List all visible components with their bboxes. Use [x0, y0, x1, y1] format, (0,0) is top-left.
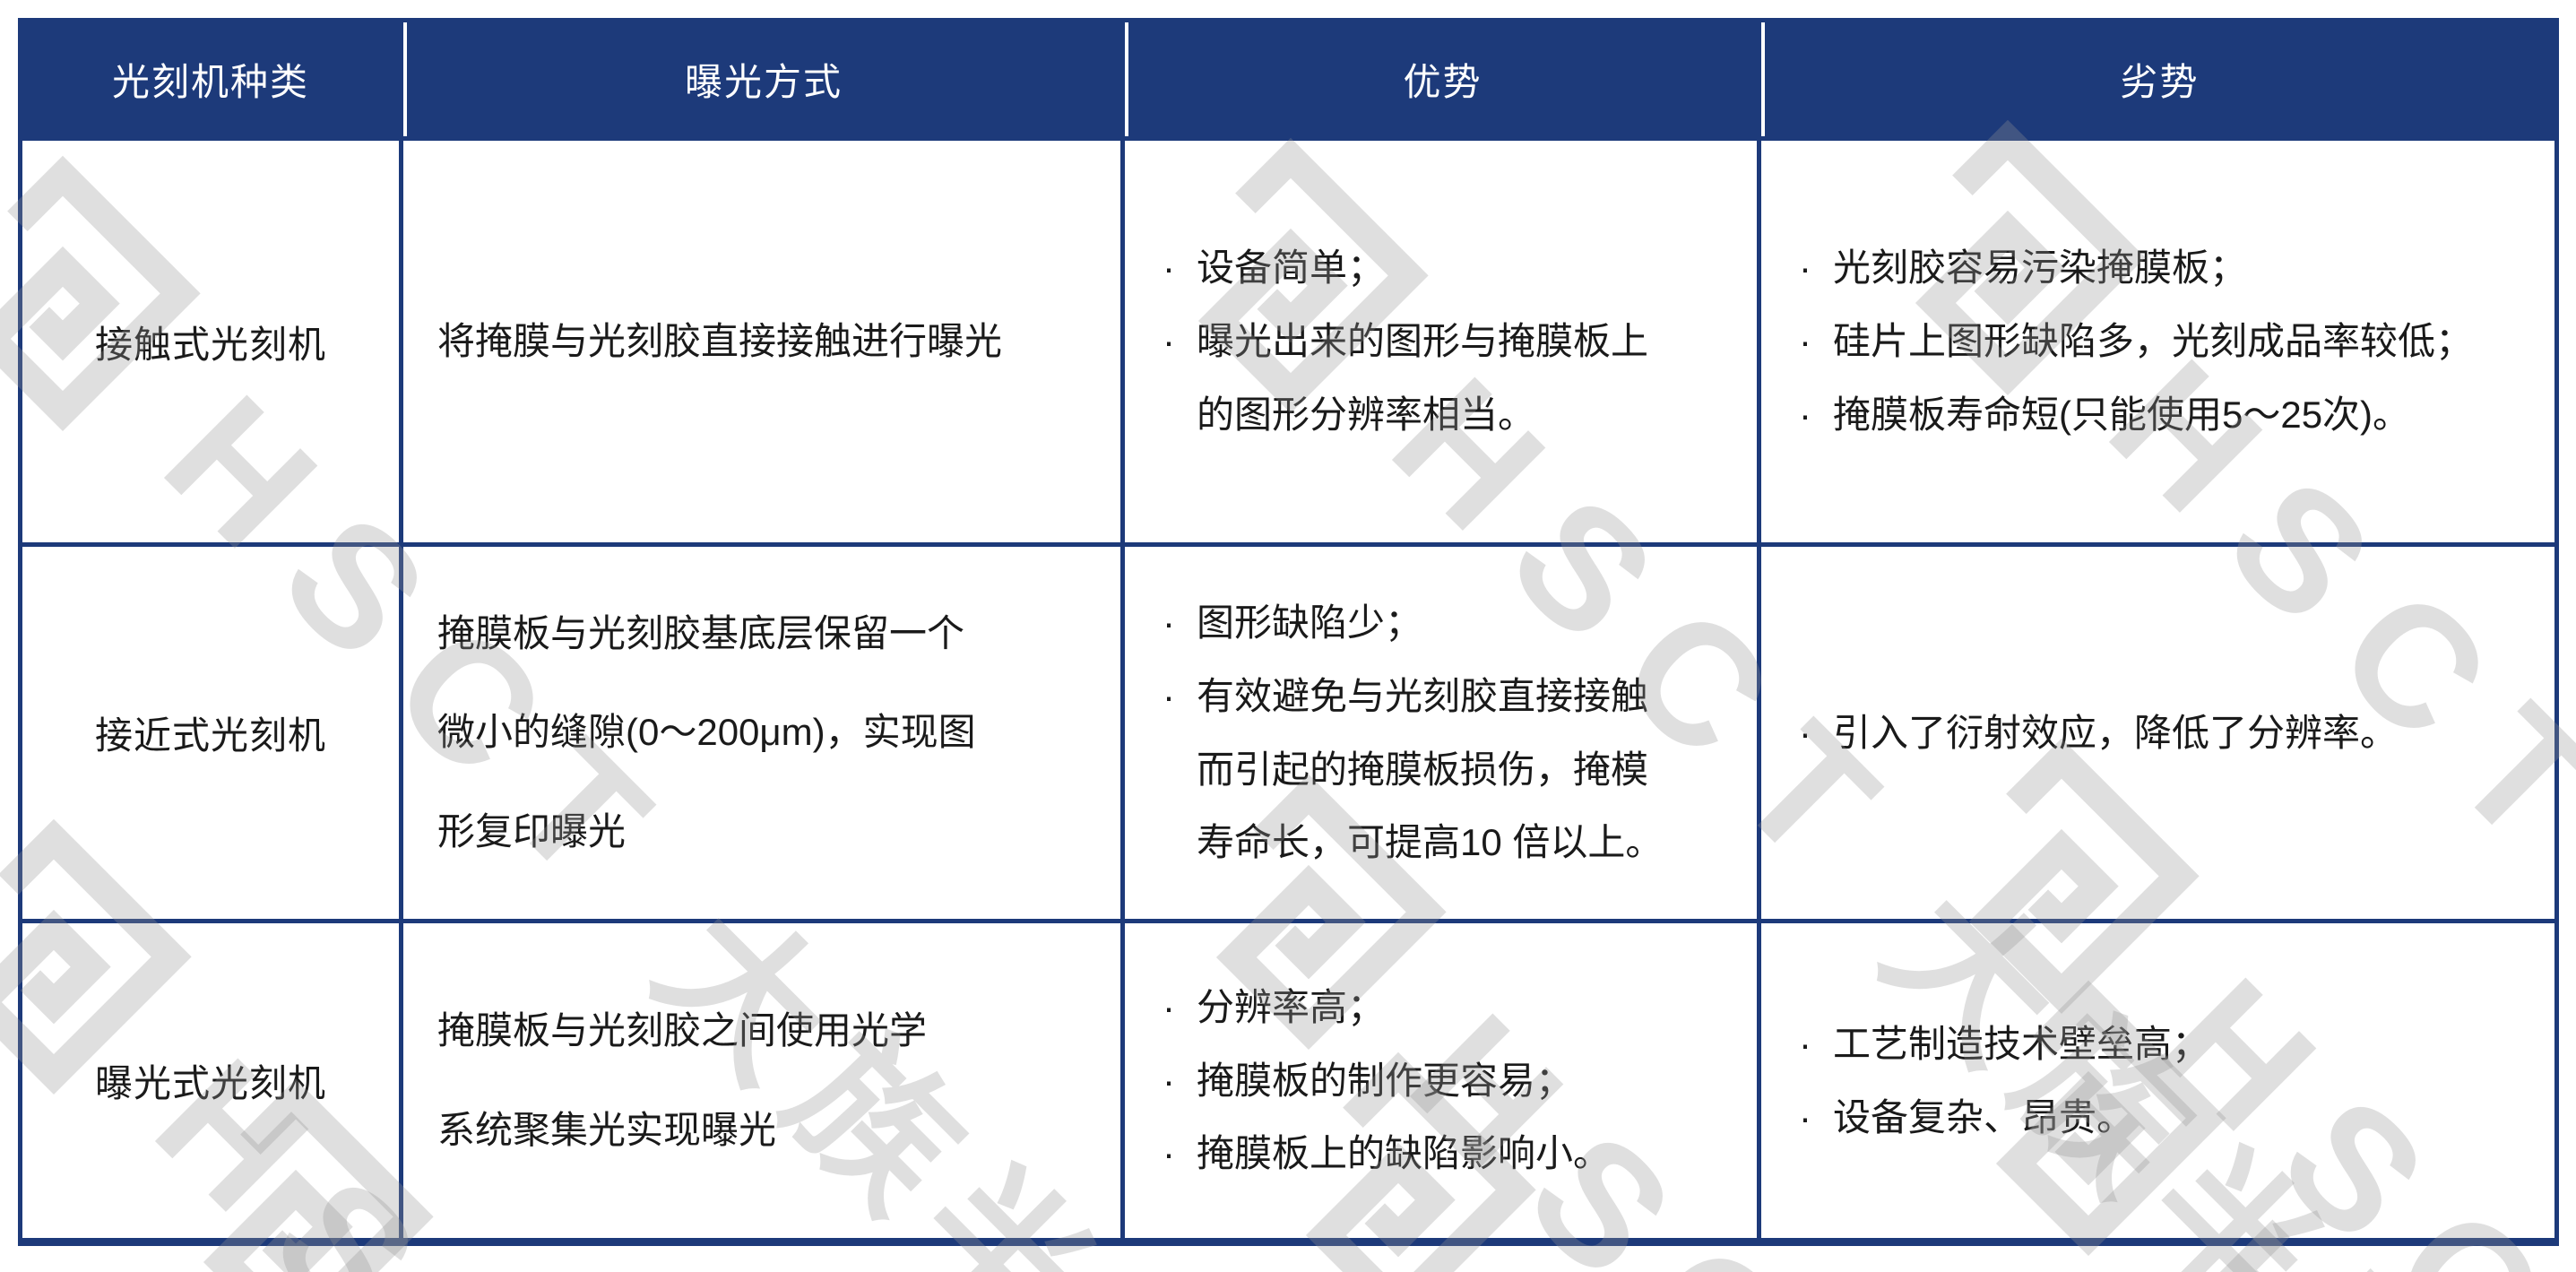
bullet-dot: · — [1799, 1095, 1811, 1138]
bullet-item: · 分辨率高； — [1163, 971, 1611, 1044]
cell-row2-advantages: · 图形缺陷少； · 有效避免与光刻胶直接接触而引起的掩膜板损伤，掩模寿命长，可提高1… — [1125, 547, 1757, 919]
bullet-text: 分辨率高； — [1197, 971, 1611, 1044]
bullet-text: 引入了衍射效应，降低了分辨率。 — [1833, 697, 2398, 770]
exposure-method-text: 将掩膜与光刻胶直接接触进行曝光 — [437, 292, 1002, 391]
cell-row3-machine-type: 曝光式光刻机 — [22, 923, 399, 1238]
bullet-item: · 硅片上图形缺陷多，光刻成品率较低； — [1799, 305, 2473, 378]
text-line: 微小的缝隙(0～200μm)，实现图 — [437, 711, 976, 754]
advantages-list: · 设备简单； · 曝光出来的图形与掩膜板上的图形分辨率相当。 — [1163, 231, 1648, 452]
cell-row2-machine-type: 接近式光刻机 — [22, 547, 399, 919]
bullet-text: 有效避免与光刻胶直接接触而引起的掩膜板损伤，掩模寿命长，可提高10 倍以上。 — [1197, 660, 1663, 880]
text-line: 设备简单； — [1197, 247, 1386, 290]
bullet-item: · 掩膜板的制作更容易； — [1163, 1044, 1611, 1118]
bullet-dot: · — [1799, 711, 1811, 754]
disadvantages-list: · 引入了衍射效应，降低了分辨率。 — [1799, 697, 2398, 770]
bullet-item: · 设备复杂、昂贵。 — [1799, 1081, 2209, 1155]
bullet-dot: · — [1799, 247, 1811, 290]
bullet-item: · 图形缺陷少； — [1163, 586, 1663, 660]
bullet-dot: · — [1163, 1132, 1175, 1175]
bullet-text: 工艺制造技术壁垒高； — [1833, 1008, 2209, 1081]
cell-row2-disadvantages: · 引入了衍射效应，降低了分辨率。 — [1761, 547, 2554, 919]
machine-type-text: 接近式光刻机 — [94, 714, 326, 757]
bullet-text: 曝光出来的图形与掩膜板上的图形分辨率相当。 — [1197, 305, 1648, 452]
cell-row1-machine-type: 接触式光刻机 — [22, 141, 399, 542]
cell-row3-advantages: · 分辨率高； · 掩膜板的制作更容易； · 掩膜板上的缺陷影响小。 — [1125, 923, 1757, 1238]
text-line: 寿命长，可提高10 倍以上。 — [1197, 821, 1664, 864]
text-line: 而引起的掩膜板损伤，掩模 — [1197, 748, 1649, 791]
lithography-comparison-table: 光刻机种类 曝光方式 优势 劣势 接触式光刻机 将掩膜与光刻胶直接接触进行曝光 … — [18, 18, 2559, 1246]
bullet-text: 设备复杂、昂贵。 — [1833, 1081, 2209, 1155]
bullet-text: 掩膜板的制作更容易； — [1197, 1044, 1611, 1118]
header-exposure-method-label: 曝光方式 — [684, 61, 843, 103]
text-line: 形复印曝光 — [437, 809, 627, 852]
text-line: 设备复杂、昂贵。 — [1833, 1095, 2135, 1138]
advantages-list: · 图形缺陷少； · 有效避免与光刻胶直接接触而引起的掩膜板损伤，掩模寿命长，可提高1… — [1163, 586, 1663, 880]
header-machine-type-label: 光刻机种类 — [111, 61, 309, 103]
text-line: 掩膜板与光刻胶基底层保留一个 — [437, 612, 965, 655]
text-line: 硅片上图形缺陷多，光刻成品率较低； — [1833, 320, 2474, 363]
text-line: 的图形分辨率相当。 — [1197, 393, 1536, 436]
bullet-text: 图形缺陷少； — [1197, 586, 1663, 660]
text-line: 图形缺陷少； — [1197, 601, 1423, 644]
bullet-dot: · — [1163, 247, 1175, 290]
machine-type-text: 曝光式光刻机 — [94, 1062, 326, 1104]
text-line: 掩膜板寿命短(只能使用5～25次)。 — [1833, 393, 2411, 436]
text-line: 工艺制造技术壁垒高； — [1833, 1022, 2210, 1065]
bullet-dot: · — [1163, 601, 1175, 644]
bullet-item: · 曝光出来的图形与掩膜板上的图形分辨率相当。 — [1163, 305, 1648, 452]
bullet-item: · 掩膜板寿命短(只能使用5～25次)。 — [1799, 378, 2473, 452]
exposure-method-text: 掩膜板与光刻胶基底层保留一个微小的缝隙(0～200μm)，实现图形复印曝光 — [437, 584, 976, 880]
bullet-dot: · — [1163, 320, 1175, 363]
text-line: 曝光出来的图形与掩膜板上 — [1197, 320, 1649, 363]
text-line: 分辨率高； — [1197, 985, 1386, 1028]
bullet-text: 掩膜板上的缺陷影响小。 — [1197, 1117, 1611, 1190]
header-machine-type: 光刻机种类 — [22, 22, 399, 136]
bullet-dot: · — [1799, 320, 1811, 363]
text-line: 引入了衍射效应，降低了分辨率。 — [1833, 711, 2399, 754]
cell-row2-exposure-method: 掩膜板与光刻胶基底层保留一个微小的缝隙(0～200μm)，实现图形复印曝光 — [403, 547, 1120, 919]
bullet-item: · 引入了衍射效应，降低了分辨率。 — [1799, 697, 2398, 770]
cell-row1-exposure-method: 将掩膜与光刻胶直接接触进行曝光 — [403, 141, 1120, 542]
disadvantages-list: · 工艺制造技术壁垒高； · 设备复杂、昂贵。 — [1799, 1008, 2209, 1155]
watermark-brand-cn-text: 大族半导体 — [2570, 838, 2576, 1272]
bullet-item: · 光刻胶容易污染掩膜板； — [1799, 231, 2473, 305]
text-line: 光刻胶容易污染掩膜板； — [1833, 247, 2248, 290]
text-line: 将掩膜与光刻胶直接接触进行曝光 — [437, 319, 1003, 362]
cell-row1-disadvantages: · 光刻胶容易污染掩膜板； · 硅片上图形缺陷多，光刻成品率较低； · 掩膜板寿命短(只能… — [1761, 141, 2554, 542]
bullet-item: · 有效避免与光刻胶直接接触而引起的掩膜板损伤，掩模寿命长，可提高10 倍以上。 — [1163, 660, 1663, 880]
text-line: 有效避免与光刻胶直接接触 — [1197, 674, 1649, 717]
machine-type-text: 接触式光刻机 — [94, 323, 326, 366]
bullet-text: 硅片上图形缺陷多，光刻成品率较低； — [1833, 305, 2473, 378]
header-exposure-method: 曝光方式 — [403, 22, 1120, 136]
watermark-brand-text: HSCT — [1464, 1256, 2052, 1272]
advantages-list: · 分辨率高； · 掩膜板的制作更容易； · 掩膜板上的缺陷影响小。 — [1163, 971, 1611, 1191]
bullet-dot: · — [1799, 1022, 1811, 1065]
text-line: 掩膜板的制作更容易； — [1197, 1059, 1574, 1102]
bullet-text: 设备简单； — [1197, 231, 1648, 305]
bullet-item: · 掩膜板上的缺陷影响小。 — [1163, 1117, 1611, 1190]
cell-row1-advantages: · 设备简单； · 曝光出来的图形与掩膜板上的图形分辨率相当。 — [1125, 141, 1757, 542]
cell-row3-disadvantages: · 工艺制造技术壁垒高； · 设备复杂、昂贵。 — [1761, 923, 2554, 1238]
text-line: 系统聚集光实现曝光 — [437, 1108, 777, 1151]
bullet-text: 掩膜板寿命短(只能使用5～25次)。 — [1833, 378, 2473, 452]
header-disadvantages: 劣势 — [1761, 22, 2554, 136]
bullet-item: · 工艺制造技术壁垒高； — [1799, 1008, 2209, 1081]
bullet-dot: · — [1163, 674, 1175, 717]
exposure-method-text: 掩膜板与光刻胶之间使用光学系统聚集光实现曝光 — [437, 982, 927, 1179]
disadvantages-list: · 光刻胶容易污染掩膜板； · 硅片上图形缺陷多，光刻成品率较低； · 掩膜板寿命短(只能… — [1799, 231, 2473, 452]
text-line: 掩膜板上的缺陷影响小。 — [1197, 1132, 1612, 1175]
bullet-dot: · — [1799, 393, 1811, 436]
bullet-text: 光刻胶容易污染掩膜板； — [1833, 231, 2473, 305]
cell-row3-exposure-method: 掩膜板与光刻胶之间使用光学系统聚集光实现曝光 — [403, 923, 1120, 1238]
bullet-dot: · — [1163, 1059, 1175, 1102]
bullet-dot: · — [1163, 985, 1175, 1028]
text-line: 掩膜板与光刻胶之间使用光学 — [437, 1009, 928, 1052]
header-advantages: 优势 — [1125, 22, 1757, 136]
header-disadvantages-label: 劣势 — [2120, 61, 2200, 103]
header-advantages-label: 优势 — [1403, 61, 1482, 103]
bullet-item: · 设备简单； — [1163, 231, 1648, 305]
